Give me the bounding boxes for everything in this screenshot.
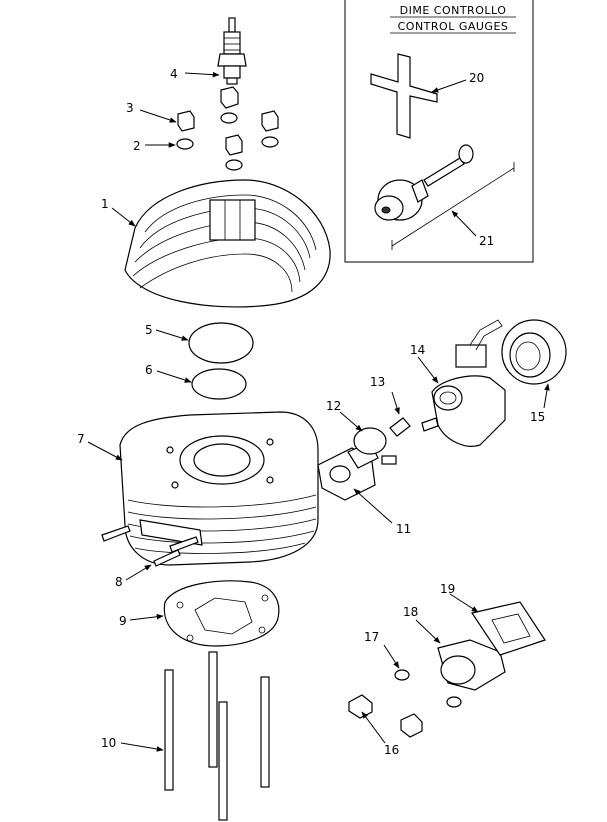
callout-10: 10: [101, 736, 116, 750]
reed-block-part-18: [437, 639, 506, 708]
base-gasket-part-9: [163, 580, 280, 647]
o-ring-part-6: [191, 368, 247, 400]
callout-5: 5: [145, 323, 153, 337]
callout-20: 20: [469, 71, 484, 85]
nuts-and-washers-parts-2-3: [176, 86, 279, 171]
callout-15: 15: [530, 410, 545, 424]
callout-11: 11: [396, 522, 411, 536]
callout-labels: 4 3 2 1 5 6 7 8 9 10 11 12 13 14 15 16 1…: [77, 67, 545, 757]
head-gasket-part-5: [188, 322, 254, 364]
studs-part-8: [101, 525, 199, 567]
callout-19: 19: [440, 582, 455, 596]
intake-manifold-part-11: [317, 441, 379, 501]
callout-17: 17: [364, 630, 379, 644]
inset-title-en: CONTROL GAUGES: [398, 20, 509, 33]
gauge-plug-part-21: [374, 144, 515, 250]
callout-12: 12: [326, 399, 341, 413]
leader-lines: [87, 71, 550, 752]
callout-4: 4: [170, 67, 178, 81]
control-gauges-inset: DIME CONTROLLO CONTROL GAUGES: [344, 0, 534, 263]
washer-part-17: [394, 669, 410, 681]
carburettor-part-14: [421, 319, 506, 447]
callout-1: 1: [101, 197, 109, 211]
callout-14: 14: [410, 343, 425, 357]
long-studs-part-10: [164, 651, 270, 821]
callout-7: 7: [77, 432, 85, 446]
callout-13: 13: [370, 375, 385, 389]
inset-title-it: DIME CONTROLLO: [400, 4, 507, 17]
callout-18: 18: [403, 605, 418, 619]
cylinder-part-7: [119, 411, 319, 566]
cylinder-head-part-1: [124, 179, 331, 308]
air-filter-part-15: [501, 319, 567, 385]
callout-2: 2: [133, 139, 141, 153]
screw-part-13: [389, 417, 411, 437]
callout-21: 21: [479, 234, 494, 248]
callout-6: 6: [145, 363, 153, 377]
callout-9: 9: [119, 614, 127, 628]
clamp-part-12: [353, 427, 397, 465]
callout-3: 3: [126, 101, 134, 115]
spacers-part-16: [348, 694, 423, 738]
gasket-part-19: [471, 601, 546, 656]
gauge-blade-part-20: [370, 53, 438, 139]
callout-8: 8: [115, 575, 123, 589]
spark-plug-part-4: [217, 17, 247, 85]
callout-16: 16: [384, 743, 399, 757]
